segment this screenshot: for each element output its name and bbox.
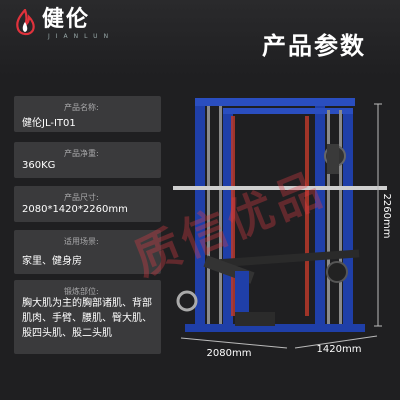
header: 健伦 JIANLUN 产品参数 (0, 0, 400, 76)
page-title: 产品参数 (262, 32, 366, 60)
brand-subtitle: JIANLUN (48, 33, 115, 40)
smith-machine-illustration: 2260mm 2080mm 1420mm (173, 98, 392, 359)
spec-card-weight: 产品净重: 360KG (14, 142, 161, 178)
brand-name: 健伦 (42, 7, 91, 32)
product-image: 2260mm 2080mm 1420mm (165, 86, 395, 386)
spec-value: 2080*1420*2260mm (22, 204, 128, 215)
spec-value: 家里、健身房 (22, 256, 82, 267)
height-dimension-label: 2260mm (381, 194, 392, 239)
width-dimension-label: 2080mm (207, 348, 252, 359)
spec-value: 健伦JL-IT01 (22, 118, 76, 129)
spec-label: 产品净重: (64, 149, 99, 158)
spec-label: 产品名称: (64, 103, 99, 112)
spec-card-size: 产品尺寸: 2080*1420*2260mm (14, 186, 161, 222)
spec-card-scene: 适用场景: 家里、健身房 (14, 230, 161, 274)
spec-value: 360KG (22, 160, 56, 171)
spec-card-name: 产品名称: 健伦JL-IT01 (14, 96, 161, 132)
brand-logo: 健伦 JIANLUN (14, 8, 114, 40)
spec-label: 产品尺寸: (64, 193, 99, 202)
depth-dimension-label: 1420mm (317, 344, 362, 355)
spec-value: 胸大肌为主的胸部诸肌、背部肌肉、手臂、腰肌、臀大肌、股四头肌、股二头肌 (22, 298, 152, 339)
spec-label: 锻炼部位: (64, 287, 99, 296)
flame-logo-icon (16, 9, 35, 36)
spec-label: 适用场景: (64, 237, 99, 246)
spec-card-muscles: 锻炼部位: 胸大肌为主的胸部诸肌、背部肌肉、手臂、腰肌、臀大肌、股四头肌、股二头… (14, 280, 161, 354)
